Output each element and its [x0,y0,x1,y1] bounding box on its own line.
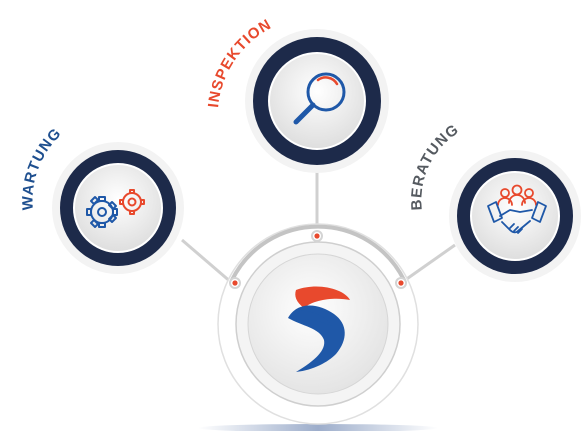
floor-shadow [198,424,438,431]
node-wartung [52,142,184,274]
gears-icon [86,189,145,228]
node-inspektion [245,29,389,173]
connector-beratung [400,243,456,285]
center-hub [217,223,419,425]
magnifier-icon [293,72,346,125]
connector-dots [229,230,407,289]
node-beratung [449,150,581,282]
center-ring-arc [230,224,406,282]
connector-wartung [181,238,233,285]
handshake-team-icon [487,184,547,234]
brand-s-logo-icon [288,286,350,372]
